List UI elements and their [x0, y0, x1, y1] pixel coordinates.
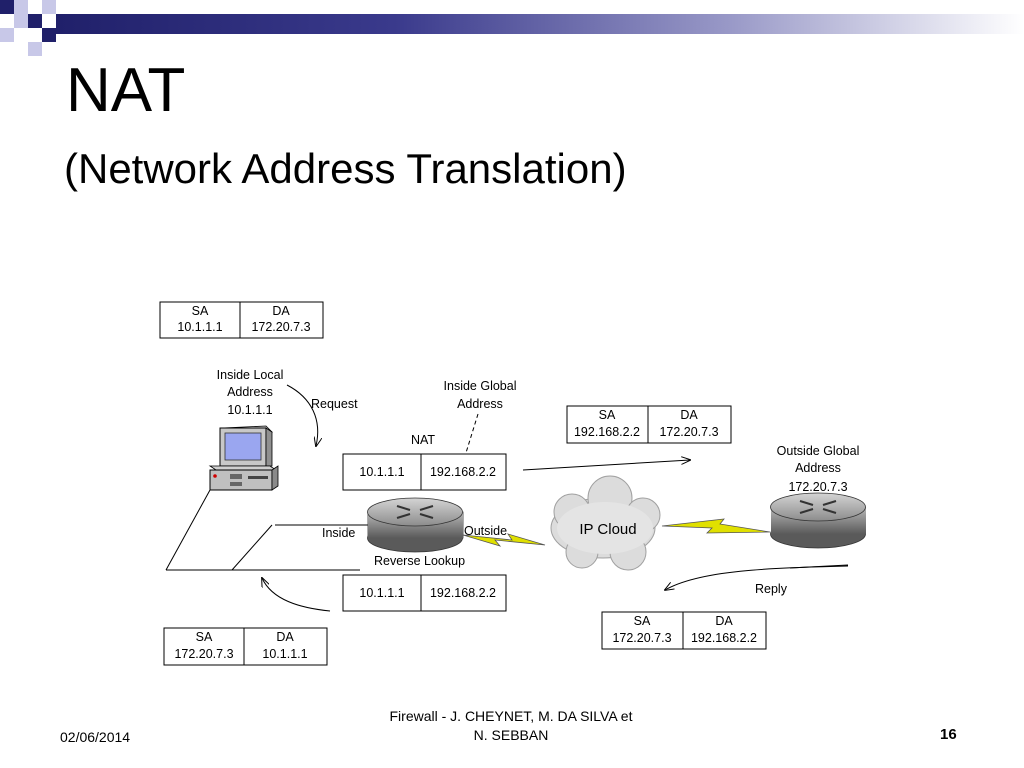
inside-local-address: 10.1.1.1	[227, 403, 272, 417]
table-cell: 192.168.2.2	[574, 425, 640, 439]
page-number: 16	[940, 726, 957, 743]
outside-global-label: Address	[795, 461, 841, 475]
table-cell: 10.1.1.1	[177, 320, 222, 334]
corner-square	[28, 42, 42, 56]
slide-title: NAT	[66, 56, 186, 125]
footer-credit: Firewall - J. CHEYNET, M. DA SILVA et N.…	[356, 707, 666, 745]
table-header: SA	[634, 614, 651, 628]
router-icon	[770, 492, 866, 549]
inside-global-label: Address	[457, 397, 503, 411]
footer-date: 02/06/2014	[60, 729, 131, 745]
table-header: SA	[192, 304, 209, 318]
table-cell: 10.1.1.1	[359, 586, 404, 600]
footer-credit-line: N. SEBBAN	[473, 726, 549, 743]
outside-global-label: Outside Global	[777, 444, 860, 458]
slide-subtitle: (Network Address Translation)	[64, 145, 627, 192]
cloud-icon	[550, 475, 661, 571]
reverse-lookup-label: Reverse Lookup	[374, 554, 465, 568]
header-bar	[56, 14, 1024, 34]
table-cell: 172.20.7.3	[659, 425, 718, 439]
inside-label: Inside	[322, 526, 355, 540]
table-header: DA	[276, 630, 294, 644]
nat-table-top: 10.1.1.1 192.168.2.2	[342, 453, 507, 491]
packet-table-outside-request: SA DA 192.168.2.2 172.20.7.3	[566, 405, 732, 444]
corner-square	[0, 0, 14, 14]
nat-table-bottom: 10.1.1.1 192.168.2.2	[342, 574, 507, 612]
table-header: DA	[272, 304, 290, 318]
corner-square	[14, 14, 28, 28]
nat-label: NAT	[411, 433, 435, 447]
packet-table-inside-request: SA DA 10.1.1.1 172.20.7.3	[159, 301, 324, 339]
table-cell: 192.168.2.2	[691, 631, 757, 645]
reply-label: Reply	[755, 582, 788, 596]
table-cell: 192.168.2.2	[430, 586, 496, 600]
request-label: Request	[311, 397, 358, 411]
table-cell: 192.168.2.2	[430, 465, 496, 479]
corner-square	[14, 0, 28, 14]
lightning-icon	[661, 518, 771, 534]
table-header: DA	[715, 614, 733, 628]
reply-arrow-icon	[665, 565, 849, 590]
table-cell: 172.20.7.3	[174, 647, 233, 661]
inside-global-label: Inside Global	[444, 379, 517, 393]
table-header: DA	[680, 408, 698, 422]
table-cell: 10.1.1.1	[359, 465, 404, 479]
corner-square	[42, 28, 56, 42]
outside-global-address: 172.20.7.3	[788, 480, 847, 494]
table-header: SA	[196, 630, 213, 644]
request-arrow-icon	[286, 384, 318, 446]
inside-network	[165, 489, 368, 571]
corner-square	[28, 14, 42, 28]
inside-local-label: Inside Local	[217, 368, 284, 382]
packet-table-inside-reply: SA DA 172.20.7.3 10.1.1.1	[163, 627, 328, 666]
table-cell: 10.1.1.1	[262, 647, 307, 661]
forward-arrow-icon	[522, 460, 690, 471]
table-cell: 172.20.7.3	[612, 631, 671, 645]
router-icon	[367, 497, 464, 553]
lightning-icon	[462, 533, 546, 547]
outside-label: Outside	[464, 524, 507, 538]
table-cell: 172.20.7.3	[251, 320, 310, 334]
footer-credit-line: Firewall - J. CHEYNET, M. DA SILVA et	[389, 708, 633, 724]
table-header: SA	[599, 408, 616, 422]
computer-icon	[208, 425, 279, 491]
packet-table-outside-reply: SA DA 172.20.7.3 192.168.2.2	[601, 611, 767, 650]
corner-square	[0, 28, 14, 42]
dashed-pointer	[464, 413, 479, 457]
corner-square	[42, 0, 56, 14]
return-arrow-icon	[262, 578, 331, 612]
ip-cloud-label: IP Cloud	[579, 521, 636, 538]
inside-local-label: Address	[227, 385, 273, 399]
